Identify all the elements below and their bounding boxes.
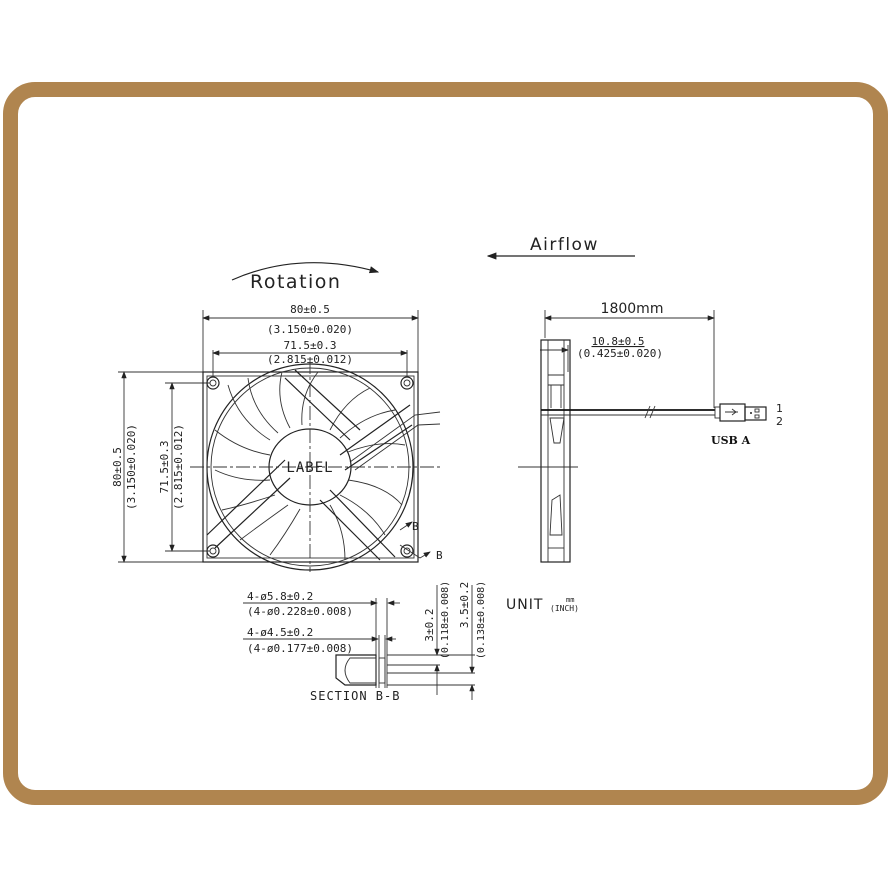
height-dim-inch: (3.150±0.020)	[125, 424, 138, 510]
usb-a-label: USB A	[711, 434, 751, 447]
unit-label: UNIT	[506, 597, 543, 613]
hole-vspacing-dim: 71.5±0.3	[158, 441, 171, 494]
hole-vspacing-dim-inch: (2.815±0.012)	[172, 424, 185, 510]
usb-symbol-icon	[725, 408, 738, 416]
hub-label: LABEL	[286, 460, 333, 476]
airflow-label: Airflow	[530, 235, 599, 255]
depth-1-dim-inch: (0.118±0.008)	[440, 581, 451, 659]
cable-length-dim: 1800mm	[601, 301, 664, 317]
unit-inch: (INCH)	[550, 604, 579, 613]
depth-1-dim: 3±0.2	[423, 608, 436, 641]
fan-side-outline	[540, 339, 571, 563]
depth-2-dim-inch: (0.138±0.008)	[476, 581, 487, 659]
usb-a-connector	[714, 403, 767, 422]
rotation-arrow-icon	[231, 262, 380, 281]
section-b-b: 4-ø5.8±0.2 (4-ø0.228±0.008) 4-ø4.5±0.2 (…	[243, 581, 487, 703]
unit-note: UNIT mm (INCH)	[506, 596, 579, 613]
width-dim-inch: (3.150±0.020)	[267, 323, 353, 336]
thickness-dim: 10.8±0.5	[592, 335, 645, 348]
hole-outer-dim-inch: (4-ø0.228±0.008)	[247, 605, 353, 618]
front-view: 80±0.5 (3.150±0.020) 71.5±0.3 (2.815±0.0…	[111, 303, 443, 572]
image-frame	[3, 82, 888, 805]
side-view: 1800mm 10.8±0.5 (0.425±0.020) 1 2 USB A	[518, 301, 783, 563]
pin-1-label: 1	[776, 402, 783, 415]
rotation-indicator: Rotation	[231, 262, 380, 293]
unit-mm: mm	[566, 596, 574, 604]
hole-outer-dim: 4-ø5.8±0.2	[247, 590, 313, 603]
hole-spacing-dim: 71.5±0.3	[284, 339, 337, 352]
section-marker-b1: B	[412, 520, 419, 533]
hole-inner-dim: 4-ø4.5±0.2	[247, 626, 313, 639]
depth-2-dim: 3.5±0.2	[458, 582, 471, 628]
pin-2-label: 2	[776, 415, 783, 428]
hole-inner-dim-inch: (4-ø0.177±0.008)	[247, 642, 353, 655]
section-title: SECTION B-B	[310, 689, 400, 703]
section-marker-b2: B	[436, 549, 443, 562]
thickness-dim-inch: (0.425±0.020)	[577, 347, 663, 360]
cable-exit	[349, 411, 441, 471]
hole-spacing-dim-inch: (2.815±0.012)	[267, 353, 353, 366]
airflow-indicator: Airflow	[486, 235, 635, 260]
height-dim: 80±0.5	[111, 447, 124, 487]
width-dim: 80±0.5	[290, 303, 330, 316]
rotation-label: Rotation	[250, 271, 341, 293]
